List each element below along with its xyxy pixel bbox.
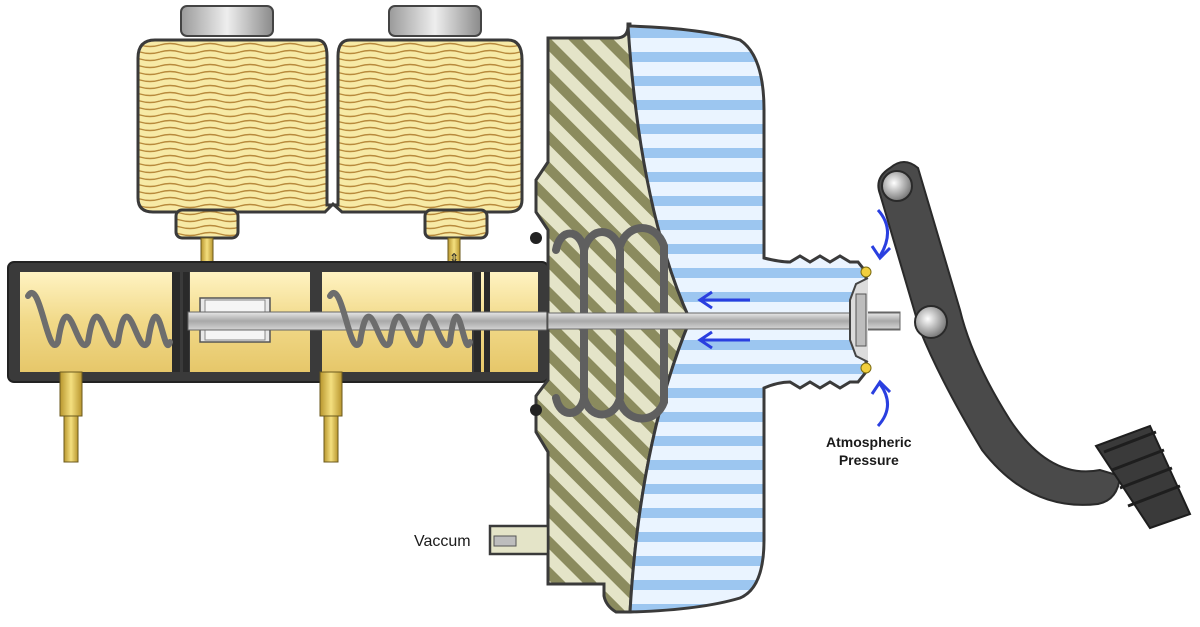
primary-spring	[25, 290, 173, 348]
brake-pedal	[877, 161, 1192, 530]
atmospheric-label-line1: Atmospheric	[826, 434, 912, 450]
atmospheric-label-line2: Pressure	[838, 452, 899, 468]
secondary-spring	[327, 290, 473, 348]
vacuum-label: Vaccum	[414, 533, 471, 550]
reservoir-cap-icon	[180, 5, 482, 37]
master-cylinder	[7, 261, 901, 463]
airflow-arrow-icon	[697, 208, 892, 428]
svg-text:⇕: ⇕	[449, 251, 459, 265]
atmospheric-pressure-label: Atmospheric Pressure	[826, 433, 912, 469]
pedal-pivot-icon	[881, 170, 913, 202]
fluid-reservoir: ⇕	[136, 5, 524, 265]
brake-line-fitting	[59, 371, 343, 463]
air-valve	[849, 266, 872, 374]
vacuum-fitting-icon	[488, 524, 550, 556]
